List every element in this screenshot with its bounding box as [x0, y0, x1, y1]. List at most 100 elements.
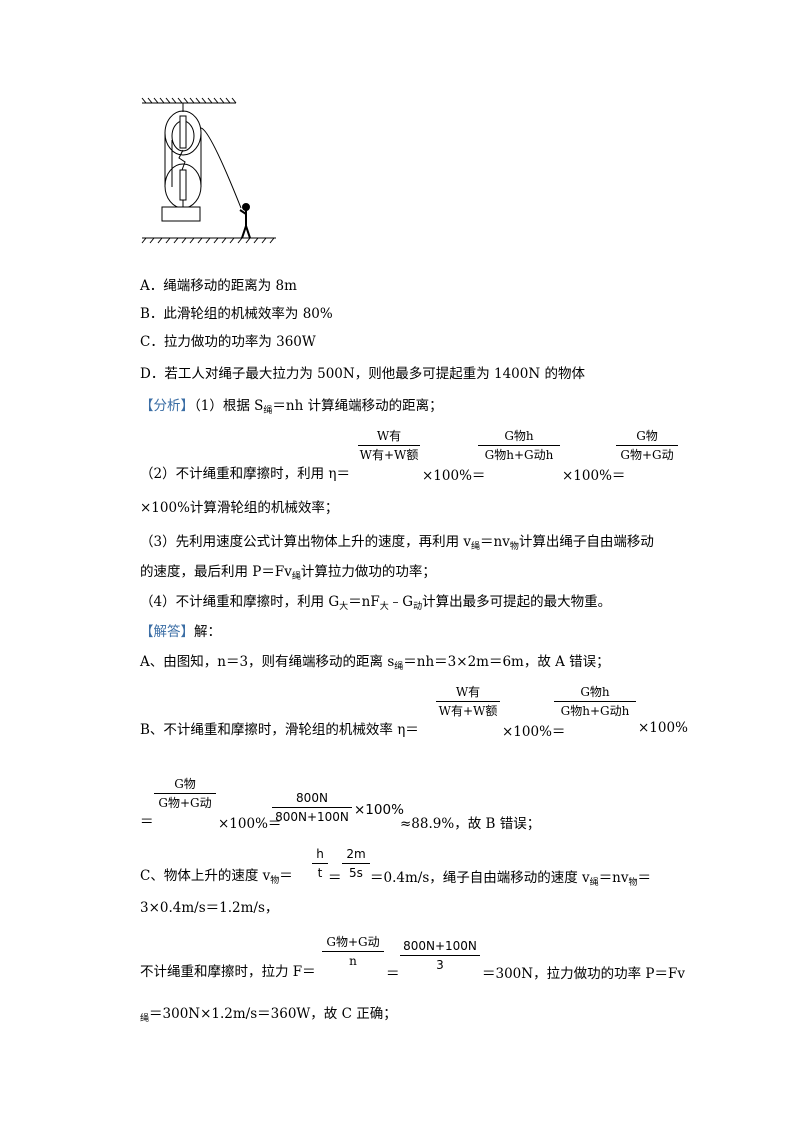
- numerator: W有: [455, 685, 481, 699]
- answer-tag: 【解答】: [140, 624, 194, 640]
- text: （3）先利用速度公式计算出物体上升的速度，再利用 v: [140, 534, 472, 550]
- numerator: 800N+100N: [403, 939, 477, 953]
- fraction-efficiency-1: W有 W有+W额: [358, 428, 420, 463]
- text: ＝0.4m/s，绳子自由端移动的速度 v: [370, 870, 590, 886]
- subscript: 绳: [263, 406, 273, 416]
- answer-line-c: C、物体上升的速度 v物＝: [140, 866, 293, 888]
- analysis-line-4: （4）不计绳重和摩擦时，利用 G大＝nF大﹣G动计算出最多可提起的最大物重。: [140, 592, 611, 614]
- analysis-line-1: 【分析】（1）根据 S绳＝nh 计算绳端移动的距离；: [140, 396, 443, 418]
- text: ＝nv: [598, 870, 629, 886]
- worker-figure: [239, 203, 251, 239]
- subscript: 绳: [394, 662, 404, 672]
- denominator: 800N+100N: [275, 810, 349, 824]
- answer-b2-times-2: ×100%: [354, 802, 404, 818]
- answer-d-tail: ＝300N，拉力做功的功率 P＝Fv: [482, 966, 685, 982]
- answer-line-b2-eq: ＝: [140, 814, 154, 830]
- text: C、物体上升的速度 v: [140, 868, 271, 884]
- numerator: 800N: [296, 791, 328, 805]
- numerator: G物+G动: [326, 935, 380, 949]
- denominator: G物h+G动h: [484, 448, 554, 462]
- answer-b-times-1: ×100%＝: [502, 724, 566, 740]
- fixed-pulley: [164, 103, 202, 156]
- ceiling: [141, 97, 237, 104]
- denominator: W有+W额: [438, 704, 498, 718]
- numerator: G物: [636, 429, 658, 443]
- numerator: G物: [174, 777, 196, 791]
- analysis-line-3-cont: 的速度，最后利用 P＝Fv绳计算拉力做功的功率；: [140, 562, 436, 584]
- subscript: 绳: [471, 542, 481, 552]
- times-100-a: ×100%＝: [422, 468, 486, 484]
- analysis-line-2: （2）不计绳重和摩擦时，利用 η＝: [140, 466, 350, 482]
- ropes: [164, 127, 242, 209]
- text: A、由图知，n＝3，则有绳端移动的距离 s: [140, 654, 395, 670]
- option-d: D．若工人对绳子最大拉力为 500N，则他最多可提起重为 1400N 的物体: [140, 366, 585, 382]
- answer-b-times-2: ×100%: [638, 720, 688, 736]
- numerator: W有: [376, 429, 402, 443]
- answer-d-fraction-1: G物+G动 n: [322, 934, 384, 969]
- answer-c-tail: ＝0.4m/s，绳子自由端移动的速度 v绳＝nv物＝: [370, 866, 652, 888]
- denominator: t: [317, 866, 323, 880]
- ground: [141, 237, 276, 244]
- subscript: 大: [339, 602, 349, 612]
- text: ＝nv: [480, 534, 510, 550]
- text: ＝: [279, 868, 293, 884]
- pulley-diagram: [141, 97, 276, 244]
- text: （1）根据 S: [194, 398, 264, 414]
- answer-b2-tail: ≈88.9%，故 B 错误；: [400, 816, 541, 832]
- subscript: 绳: [589, 878, 599, 888]
- subscript: 物: [509, 542, 519, 552]
- answer-line-c2: 3×0.4m/s＝1.2m/s，: [140, 900, 279, 916]
- text: ＝: [637, 870, 652, 886]
- text: （4）不计绳重和摩擦时，利用 G: [140, 594, 340, 610]
- subscript: 大: [379, 602, 389, 612]
- option-b: B．此滑轮组的机械效率为 80%: [140, 306, 333, 322]
- answer-c-eq2: ＝: [328, 870, 342, 886]
- option-c: C．拉力做功的功率为 360W: [140, 334, 316, 350]
- weight-block: [161, 206, 201, 222]
- subscript: 物: [270, 876, 280, 886]
- numerator: G物h: [580, 685, 610, 699]
- answer-line-b: B、不计绳重和摩擦时，滑轮组的机械效率 η＝: [140, 722, 419, 738]
- answer-line-d2: 绳＝300N×1.2m/s＝360W，故 C 正确；: [140, 1004, 397, 1026]
- denominator: G物+G动: [620, 448, 674, 462]
- denominator: G物+G动: [158, 796, 212, 810]
- denominator: n: [349, 954, 357, 968]
- answer-b-fraction-1: W有 W有+W额: [436, 684, 500, 719]
- times-100-b: ×100%＝: [562, 468, 626, 484]
- text: 计算拉力做功的功率；: [300, 564, 436, 580]
- text: ＝nh＝3×2m＝6m，故 A 错误；: [403, 654, 610, 670]
- denominator: 3: [436, 958, 444, 972]
- analysis-line-3: （3）先利用速度公式计算出物体上升的速度，再利用 v绳＝nv物计算出绳子自由端移…: [140, 532, 654, 554]
- movable-pulley: [164, 163, 202, 213]
- text: ＝nF: [348, 594, 380, 610]
- denominator: G物h+G动h: [560, 704, 630, 718]
- numerator: G物h: [504, 429, 534, 443]
- subscript: 物: [628, 878, 638, 888]
- answer-line-0: 【解答】解：: [140, 622, 221, 642]
- answer-b2-fraction-2: 800N 800N+100N: [272, 790, 352, 825]
- subscript: 动: [413, 602, 423, 612]
- answer-line-d: 不计绳重和摩擦时，拉力 F＝: [140, 964, 316, 980]
- fraction-efficiency-3: G物 G物+G动: [616, 428, 678, 463]
- denominator: 5s: [349, 866, 363, 880]
- subscript: 绳: [140, 1014, 150, 1024]
- answer-b2-fraction-1: G物 G物+G动: [154, 776, 216, 811]
- answer-d-eq: ＝: [386, 966, 400, 982]
- text: 解：: [194, 624, 221, 640]
- option-a: A．绳端移动的距离为 8m: [140, 278, 297, 294]
- text: ﹣G: [388, 594, 414, 610]
- analysis-line-2-cont: ×100%计算滑轮组的机械效率；: [140, 500, 339, 516]
- subscript: 绳: [291, 572, 301, 582]
- text: ＝300N×1.2m/s＝360W，故 C 正确；: [149, 1006, 397, 1022]
- numerator: h: [316, 847, 324, 861]
- numerator: 2m: [346, 847, 366, 861]
- text: ＝nh 计算绳端移动的距离；: [272, 398, 443, 414]
- analysis-tag: 【分析】: [140, 398, 194, 414]
- denominator: W有+W额: [359, 448, 419, 462]
- answer-b2-times-1: ×100%＝: [218, 816, 282, 832]
- text: 计算出最多可提起的最大物重。: [422, 594, 612, 610]
